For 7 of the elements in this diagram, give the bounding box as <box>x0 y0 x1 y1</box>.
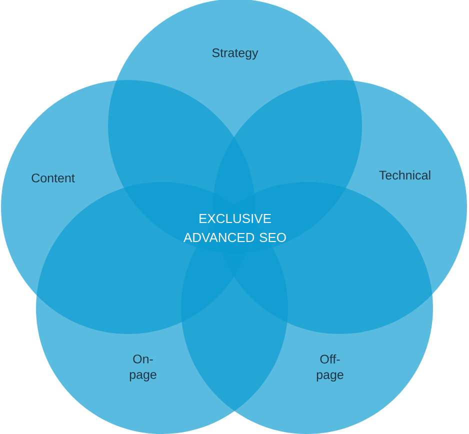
circle-label: On-page <box>130 354 156 382</box>
circle-label: Strategy <box>212 48 258 60</box>
venn-circle <box>181 182 433 434</box>
center-label: EXCLUSIVE ADVANCED SEO <box>184 214 286 242</box>
circle-label: Technical <box>379 170 430 180</box>
circle-label: Content <box>32 174 75 182</box>
circle-label: Off-page <box>316 354 344 382</box>
